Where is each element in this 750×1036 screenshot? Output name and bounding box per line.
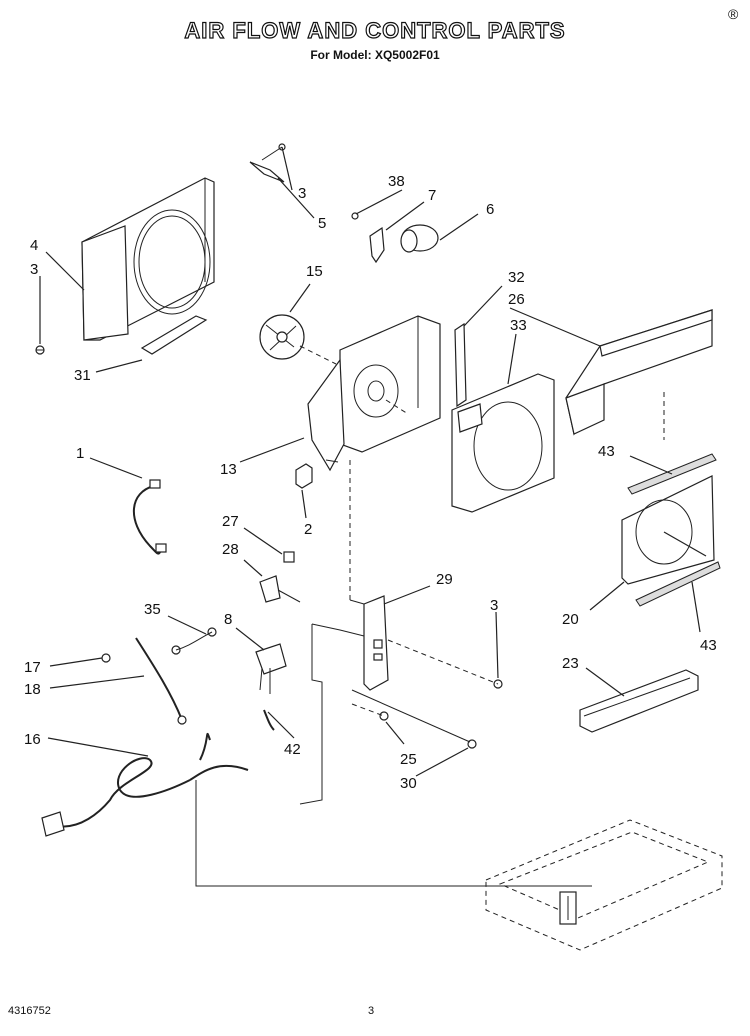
- screw-25: [379, 711, 389, 721]
- part-27-plug: [283, 551, 295, 563]
- callout-26: 26: [508, 291, 525, 308]
- callout-33: 33: [510, 317, 527, 334]
- callout-32: 32: [508, 269, 525, 286]
- part-8-thermostat: [255, 643, 287, 731]
- part-13-center-bracket: [307, 315, 441, 472]
- callout-38: 38: [388, 173, 405, 190]
- part-35-sensor: [171, 627, 217, 655]
- callout-18: 18: [24, 681, 41, 698]
- callout-42: 42: [284, 741, 301, 758]
- callout-6: 6: [486, 201, 494, 218]
- callout-27: 27: [222, 513, 239, 530]
- part-23-drain-tray: [579, 669, 699, 733]
- part-31-strip: [140, 315, 208, 355]
- part-33-scroll-housing: [451, 373, 555, 513]
- callout-31: 31: [74, 367, 91, 384]
- page-title: AIR FLOW AND CONTROL PARTS: [184, 17, 566, 43]
- callout-4: 4: [30, 237, 38, 254]
- callout-leaders: [39, 146, 701, 777]
- part-26-air-duct: [565, 309, 713, 436]
- callout-3-left: 3: [30, 261, 38, 278]
- document-number: 4316752: [8, 1005, 51, 1017]
- callout-7: 7: [428, 187, 436, 204]
- base-pan-outline: [485, 819, 723, 951]
- callout-43-bottom: 43: [700, 637, 717, 654]
- callout-28: 28: [222, 541, 239, 558]
- part-18-wire-lead: [101, 637, 187, 725]
- callout-43-top: 43: [598, 443, 615, 460]
- part-4-front-panel: [81, 177, 215, 341]
- page-number: 3: [368, 1005, 375, 1017]
- registered-mark: ®: [728, 6, 739, 22]
- callout-25: 25: [400, 751, 417, 768]
- assembly-guide-lines: [195, 460, 592, 887]
- part-5-hinge: [249, 143, 286, 183]
- callout-29: 29: [436, 571, 453, 588]
- callout-8: 8: [224, 611, 232, 628]
- callout-2: 2: [304, 521, 312, 538]
- part-16-power-cord: [41, 732, 249, 837]
- callout-30: 30: [400, 775, 417, 792]
- callout-labels: 3 5 4 3 31 38 7 6 15 32 26 33 1 13 2 27 …: [24, 173, 717, 792]
- callout-17: 17: [24, 659, 41, 676]
- callout-3-right: 3: [490, 597, 498, 614]
- part-6-capacitor: [351, 212, 439, 264]
- part-1-wire-harness: [133, 479, 167, 555]
- callout-16: 16: [24, 731, 41, 748]
- callout-3-top: 3: [298, 185, 306, 202]
- callout-20: 20: [562, 611, 579, 628]
- callout-5: 5: [318, 215, 326, 232]
- callout-23: 23: [562, 655, 579, 672]
- callout-1: 1: [76, 445, 84, 462]
- part-28-switch: [259, 575, 301, 603]
- callout-15: 15: [306, 263, 323, 280]
- part-32-strip: [454, 322, 467, 408]
- callout-35: 35: [144, 601, 161, 618]
- model-subtitle: For Model: XQ5002F01: [310, 48, 440, 62]
- part-2-clip: [295, 463, 313, 489]
- part-29-control-bracket: [363, 595, 389, 691]
- part-43-strip-bottom: [635, 561, 721, 607]
- part-20-rear-panel: [621, 475, 715, 585]
- screw-3-left: [35, 345, 45, 355]
- part-15-fan-blade: [259, 314, 337, 365]
- callout-13: 13: [220, 461, 237, 478]
